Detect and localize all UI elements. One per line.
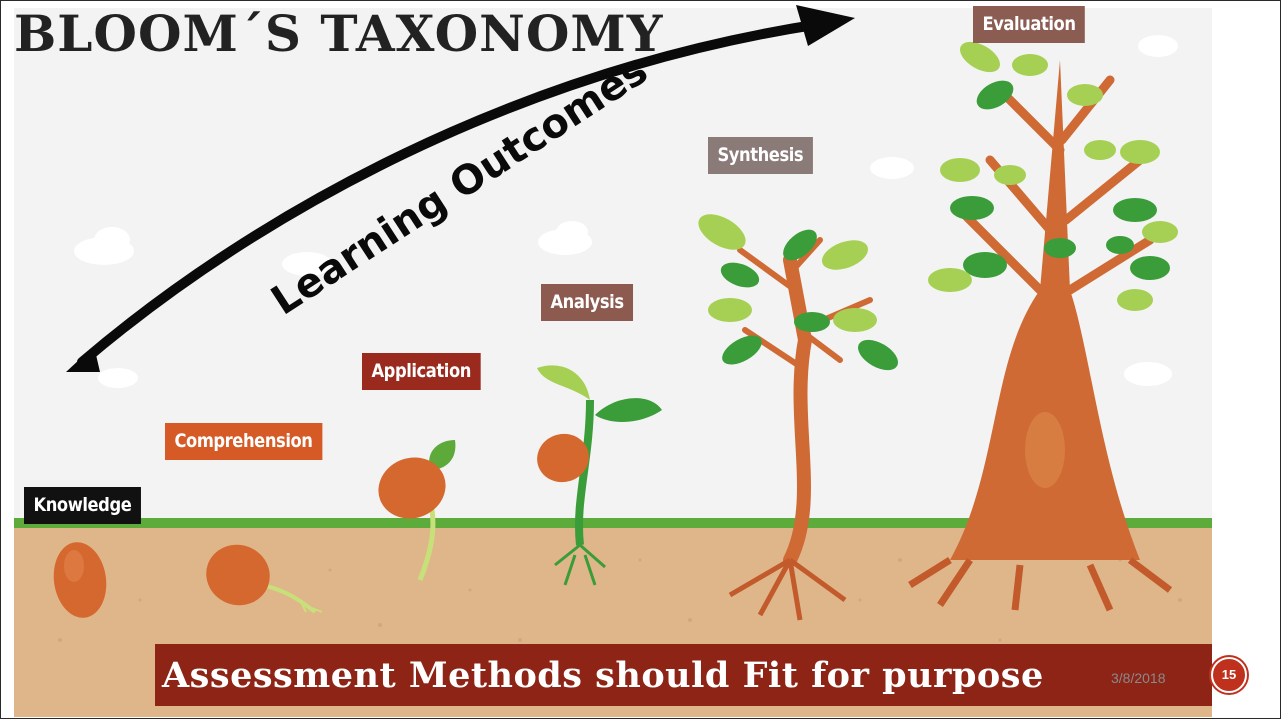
young-tree-synthesis bbox=[698, 214, 898, 621]
slide-date: 3/8/2018 bbox=[1111, 670, 1166, 686]
seed-knowledge bbox=[53, 542, 107, 618]
stage-label-synthesis: Synthesis bbox=[708, 137, 813, 174]
slide-title: BLOOM´S TAXONOMY bbox=[14, 4, 664, 63]
seed-comprehension bbox=[206, 544, 323, 614]
stage-label-evaluation: Evaluation bbox=[973, 6, 1086, 43]
big-tree-evaluation bbox=[908, 41, 1178, 612]
stage-label-application: Application bbox=[362, 353, 481, 390]
sprout-application bbox=[378, 440, 456, 581]
seedling-analysis bbox=[537, 365, 662, 586]
page-number-badge: 15 bbox=[1211, 657, 1247, 693]
stage-label-comprehension: Comprehension bbox=[165, 423, 322, 460]
learning-outcomes-arrow bbox=[66, 5, 855, 372]
stage-label-analysis: Analysis bbox=[541, 284, 634, 321]
assessment-banner-text: Assessment Methods should Fit for purpos… bbox=[162, 655, 1044, 696]
assessment-banner bbox=[155, 644, 1212, 706]
stage-label-knowledge: Knowledge bbox=[24, 487, 141, 524]
grass-line bbox=[14, 518, 1212, 528]
